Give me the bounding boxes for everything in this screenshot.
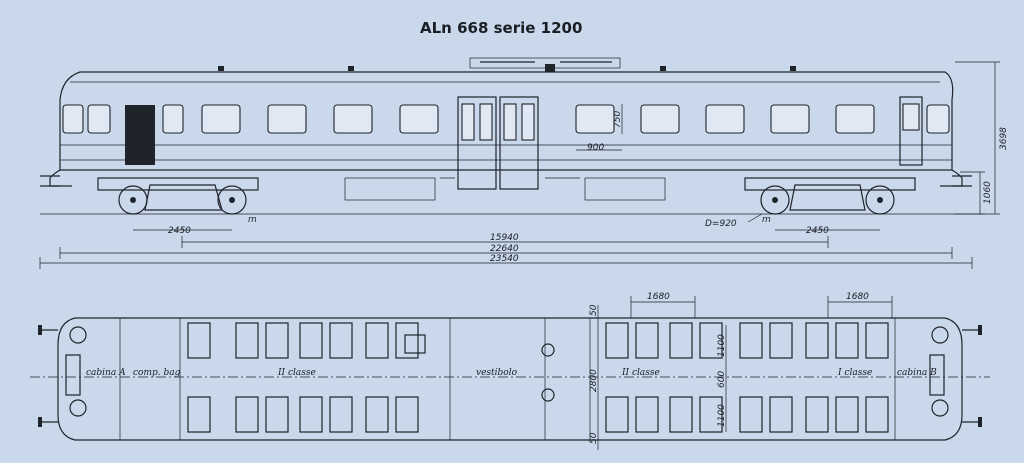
drawing-title: ALn 668 serie 1200 [420, 19, 582, 37]
window [399, 104, 439, 134]
marker-m: m [762, 215, 771, 225]
label-cabina-a: cabina A [86, 368, 126, 378]
seat-block-bottom-dim: 1100 [717, 404, 727, 427]
seats-right [605, 322, 889, 433]
window [201, 104, 241, 134]
floor-height-dim: 1060 [983, 181, 993, 204]
total-length-dim: 23540 [490, 254, 519, 264]
window [267, 104, 307, 134]
entrance-door-left [457, 96, 497, 190]
radiator-grille [125, 105, 155, 165]
aisle-dim: 600 [717, 371, 727, 388]
seat-pitch-dim-1: 1680 [647, 292, 670, 302]
window [87, 104, 111, 134]
body-length-dim: 22640 [490, 244, 519, 254]
label-ii-classe-left: II classe [277, 368, 316, 378]
coupler-right [952, 175, 972, 187]
marker-m: m [248, 215, 257, 225]
window [770, 104, 810, 134]
underframe-tank [344, 177, 436, 201]
label-comp-bag: comp. bag [133, 368, 181, 378]
plan-outline [57, 317, 963, 441]
window-width-dim: 900 [587, 143, 604, 153]
cab-window-left [62, 104, 84, 134]
roof-outline [59, 71, 954, 101]
cab-door [899, 96, 923, 166]
label-vestibolo: vestibolo [476, 368, 518, 378]
bogie-wheelbase-right: 2450 [806, 226, 829, 236]
side-elevation: 900 750 m m [39, 57, 1009, 269]
window [162, 104, 184, 134]
label-ii-classe-right: II classe [621, 368, 660, 378]
total-height-line [955, 61, 1000, 215]
width-total-dim: 2800 [589, 369, 599, 392]
bogie-centers-dim: 15940 [490, 233, 519, 243]
entrance-door-right [499, 96, 539, 190]
bogie-centers-line [181, 236, 829, 248]
margin-top-dim: 50 [589, 304, 599, 316]
bogie-right [744, 177, 916, 215]
total-height-dim: 3698 [999, 127, 1009, 150]
seat-block-top-dim: 1100 [717, 334, 727, 357]
label-cabina-b: cabina B [897, 368, 937, 378]
label-i-classe: I classe [837, 368, 872, 378]
bogie-wheelbase-left: 2450 [168, 226, 191, 236]
underframe-tank [584, 177, 666, 201]
window-height-dim: 750 [613, 111, 623, 128]
body-side [59, 100, 953, 171]
window [640, 104, 680, 134]
seats-ii-classe-left [187, 322, 419, 433]
bogie-left [97, 177, 259, 215]
wheel-diameter-dim: D=920 [705, 219, 737, 229]
total-length-line [39, 257, 973, 269]
cab-window-right [926, 104, 950, 134]
plan-view: cabina A comp. bag II classe vestibolo I… [30, 292, 990, 450]
window [333, 104, 373, 134]
window [705, 104, 745, 134]
margin-bottom-dim: 50 [589, 432, 599, 444]
body-length-line [59, 247, 953, 259]
seat-pitch-dim-2: 1680 [846, 292, 869, 302]
window [575, 104, 615, 134]
coupler-left [40, 175, 60, 187]
window [835, 104, 875, 134]
